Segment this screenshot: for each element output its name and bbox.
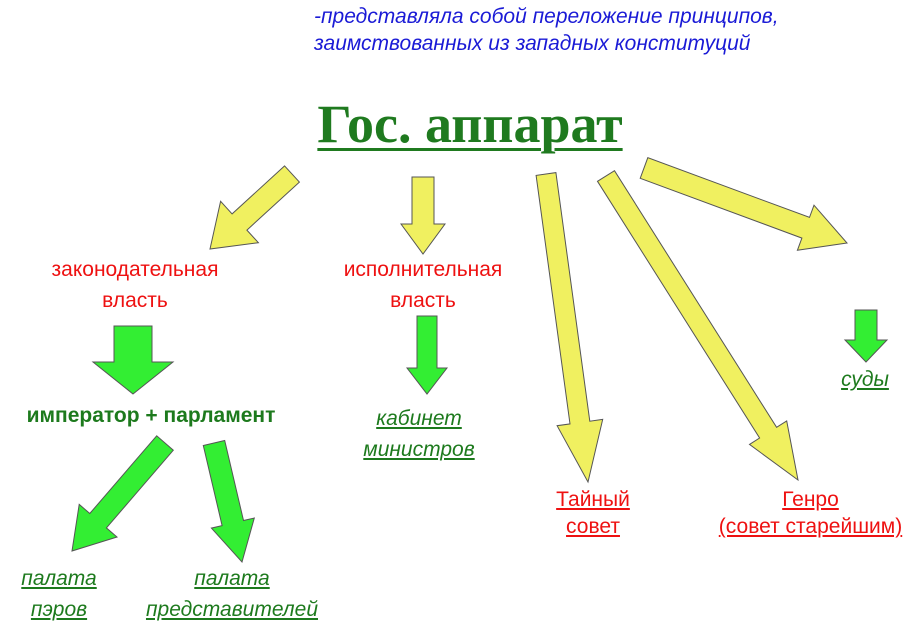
arrow-to-cabinet	[405, 315, 449, 395]
house-of-representatives-label: палата представителей	[122, 563, 342, 625]
executive-line-2: власть	[390, 289, 456, 312]
arrow-to-privy-council	[535, 172, 604, 484]
house-of-peers-label: палата пэров	[0, 563, 118, 625]
page-title: Гос. аппарат	[317, 94, 623, 154]
privy-council-label: Тайный совет	[533, 486, 653, 540]
executive-branch-label: исполнительная власть	[320, 254, 526, 316]
arrow-to-courts	[639, 157, 848, 251]
cabinet-line-1: кабинет	[376, 407, 462, 430]
emperor-parliament-label: император + парламент	[26, 404, 276, 427]
note-line-2: заимствованных из западных конституций	[314, 32, 751, 55]
legislative-line-1: законодательная	[51, 258, 219, 281]
description-note: -представляла собой переложение принципо…	[314, 3, 779, 57]
house-reps-line-2: представителей	[145, 598, 319, 621]
cabinet-ministers-label: кабинет министров	[344, 403, 494, 465]
genro-line-1: Генро	[782, 488, 839, 511]
arrow-to-legislative	[209, 165, 301, 250]
note-line-1: -представляла собой переложение принципо…	[314, 5, 779, 28]
arrow-to-emperor-parliament	[91, 325, 175, 395]
house-reps-line-1: палата	[194, 567, 270, 590]
privy-council-line-2: совет	[566, 515, 620, 538]
house-peers-line-1: палата	[21, 567, 97, 590]
genro-label: Генро (совет старейшим)	[698, 486, 923, 540]
privy-council-line-1: Тайный	[556, 488, 630, 511]
arrow-to-courts-label	[843, 309, 889, 363]
arrow-to-house-of-peers	[71, 435, 175, 552]
arrow-to-house-of-representatives	[202, 439, 256, 564]
genro-line-2: (совет старейшим)	[718, 515, 903, 538]
courts-label: суды	[841, 368, 889, 391]
house-peers-line-2: пэров	[30, 598, 88, 621]
executive-line-1: исполнительная	[343, 258, 503, 281]
arrow-to-genro	[596, 170, 799, 482]
legislative-line-2: власть	[102, 289, 168, 312]
legislative-branch-label: законодательная власть	[30, 254, 240, 316]
arrow-to-executive	[400, 176, 446, 255]
cabinet-line-2: министров	[363, 438, 475, 461]
